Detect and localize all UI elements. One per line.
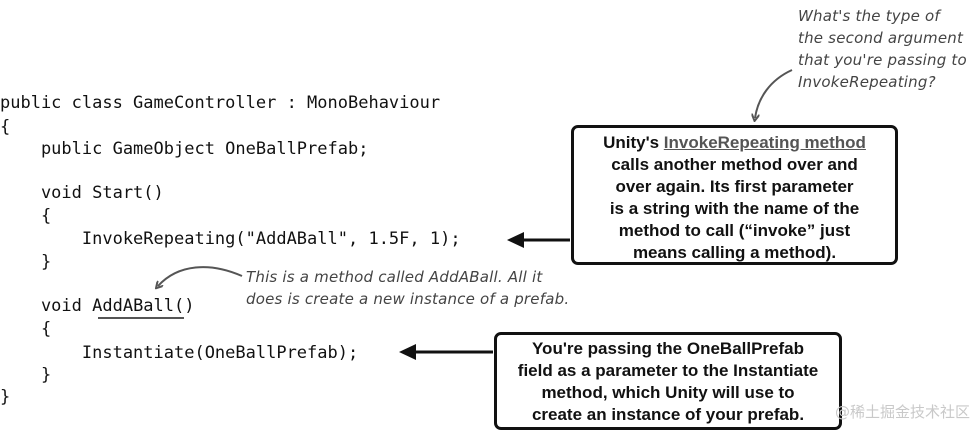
addaball-method-name: AddABall bbox=[92, 296, 175, 316]
callout-line: calls another method over and bbox=[611, 155, 858, 174]
callout-line: method to call (“invoke” just bbox=[618, 221, 851, 240]
note-line: This is a method called AddABall. All it bbox=[246, 268, 543, 286]
callout-line: means calling a method). bbox=[632, 243, 837, 262]
callout-line: method, which Unity will use to bbox=[541, 383, 795, 402]
note-line: that you're passing to bbox=[798, 51, 967, 69]
note-line: the second argument bbox=[798, 29, 964, 47]
arrow-note-to-callout bbox=[755, 69, 793, 118]
code-line-start-method: void Start() bbox=[0, 183, 164, 203]
watermark: @稀土掘金技术社区 bbox=[834, 403, 970, 421]
code-line-open-brace: { bbox=[0, 117, 11, 137]
note-line: What's the type of bbox=[798, 7, 940, 25]
callout-line: field as a parameter to the Instantiate bbox=[517, 361, 819, 380]
code-line-start-close-brace: } bbox=[0, 252, 52, 272]
callout-line: Unity's InvokeRepeating method bbox=[574, 132, 895, 154]
code-line-addaball-close-brace: } bbox=[0, 365, 52, 385]
code-line-start-open-brace: { bbox=[0, 206, 52, 226]
code-line-addaball-open-brace: { bbox=[0, 319, 52, 339]
invoke-repeating-method-link[interactable]: InvokeRepeating method bbox=[663, 133, 866, 152]
code-line-addaball-method: void AddABall() bbox=[0, 295, 195, 317]
code-parens: () bbox=[174, 296, 195, 316]
arrow-to-invoke-line bbox=[507, 232, 570, 248]
callout-line: over again. Its first parameter bbox=[615, 177, 854, 196]
code-keyword-void: void bbox=[0, 296, 93, 316]
callout-invoke-repeating: Unity's InvokeRepeating method calls ano… bbox=[571, 125, 898, 265]
code-line-class-close-brace: } bbox=[0, 387, 11, 407]
callout-line: create an instance of your prefab. bbox=[531, 405, 805, 424]
code-line-class-declaration: public class GameController : MonoBehavi… bbox=[0, 93, 441, 113]
note-second-argument: What's the type of the second argument t… bbox=[798, 5, 967, 93]
note-addaball-method: This is a method called AddABall. All it… bbox=[246, 266, 569, 310]
note-line: InvokeRepeating? bbox=[798, 73, 936, 91]
callout-line: is a string with the name of the bbox=[609, 199, 860, 218]
callout-line: You're passing the OneBallPrefab bbox=[531, 339, 805, 358]
note-line: does is create a new instance of a prefa… bbox=[246, 290, 570, 308]
callout-prefix: Unity's bbox=[603, 133, 664, 152]
arrow-note-to-addaball bbox=[158, 266, 243, 286]
code-line-field-declaration: public GameObject OneBallPrefab; bbox=[0, 139, 369, 159]
callout-instantiate: You're passing the OneBallPrefab field a… bbox=[494, 332, 842, 430]
arrow-to-instantiate-line bbox=[399, 344, 493, 360]
code-line-invoke-repeating: InvokeRepeating("AddABall", 1.5F, 1); bbox=[0, 229, 461, 249]
code-line-instantiate: Instantiate(OneBallPrefab); bbox=[0, 343, 359, 363]
